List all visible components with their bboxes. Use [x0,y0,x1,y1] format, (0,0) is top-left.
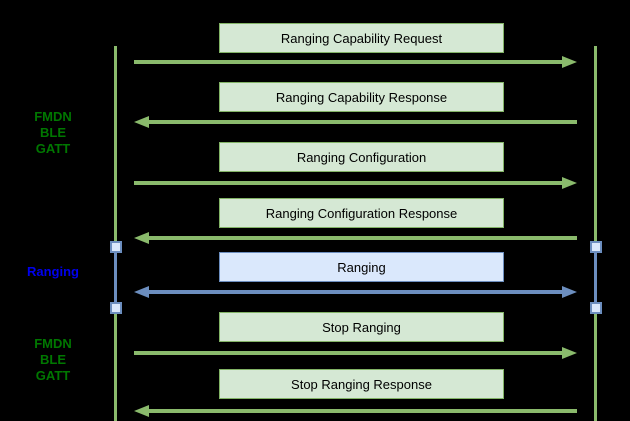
arrow-shaft [144,290,567,294]
activation-marker [590,302,602,314]
message-box-stop-ranging-response: Stop Ranging Response [219,369,504,399]
arrow-bidirectional-icon [134,286,577,298]
arrow-shaft [134,60,567,64]
arrow-shaft [144,120,577,124]
activation-marker [590,241,602,253]
arrow-left-icon [134,116,577,128]
lifeline-right-ranging-segment [594,247,597,307]
message-label: Ranging Capability Request [280,30,443,46]
section-label-line: Ranging [27,264,79,279]
lifeline-left-ranging-segment [114,247,117,307]
section-label-fmdn-ble-gatt-bottom: FMDN BLE GATT [8,336,98,384]
message-box-ranging-configuration: Ranging Configuration [219,142,504,172]
arrow-shaft [144,409,577,413]
message-box-ranging-capability-response: Ranging Capability Response [219,82,504,112]
arrow-shaft [134,181,567,185]
activation-marker [110,241,122,253]
section-label-ranging: Ranging [8,264,98,280]
arrowhead-left-icon [134,232,149,244]
message-label: Ranging Configuration [296,149,427,165]
arrowhead-left-icon [134,116,149,128]
message-box-ranging: Ranging [219,252,504,282]
section-label-line: FMDN [34,109,72,124]
message-box-ranging-capability-request: Ranging Capability Request [219,23,504,53]
section-label-line: GATT [35,141,71,156]
arrow-shaft [144,236,577,240]
message-label: Stop Ranging [322,319,401,335]
message-label: Ranging [337,259,386,275]
arrowhead-right-icon [562,347,577,359]
arrowhead-right-icon [562,56,577,68]
arrow-right-icon [134,56,577,68]
lifeline-left [114,46,117,421]
section-label-line: FMDN [34,336,72,351]
lifeline-right [594,46,597,421]
arrow-right-icon [134,177,577,189]
arrow-right-icon [134,347,577,359]
section-label-fmdn-ble-gatt-top: FMDN BLE GATT [8,109,98,157]
arrowhead-left-icon [134,286,149,298]
arrow-shaft [134,351,567,355]
arrowhead-right-icon [562,177,577,189]
message-label: Ranging Capability Response [275,89,448,105]
activation-marker [110,302,122,314]
arrowhead-left-icon [134,405,149,417]
arrow-left-icon [134,405,577,417]
message-label: Ranging Configuration Response [265,205,458,221]
message-label: Stop Ranging Response [291,376,432,392]
message-box-stop-ranging: Stop Ranging [219,312,504,342]
section-label-line: BLE [40,125,66,140]
message-box-ranging-configuration-response: Ranging Configuration Response [219,198,504,228]
arrowhead-right-icon [562,286,577,298]
arrow-left-icon [134,232,577,244]
section-label-line: GATT [35,368,71,383]
section-label-line: BLE [40,352,66,367]
